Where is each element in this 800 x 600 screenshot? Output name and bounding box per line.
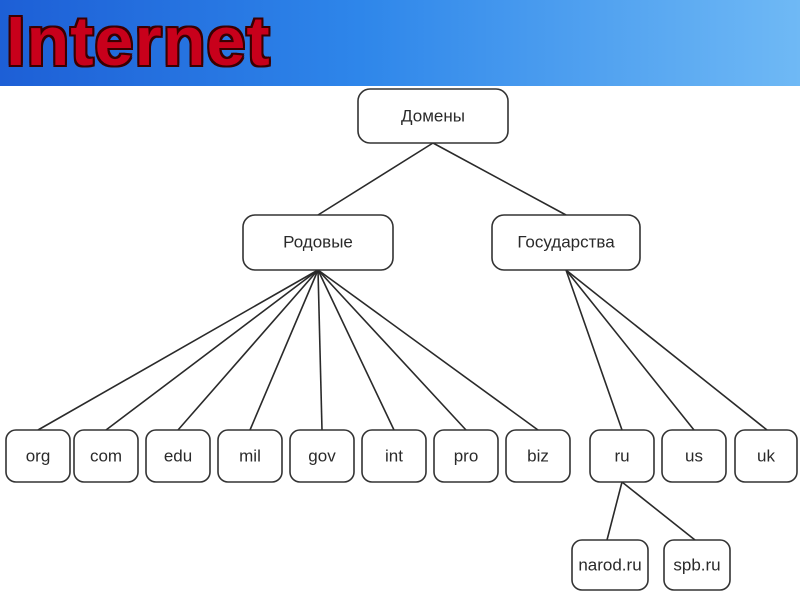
node-biz: biz [505,429,571,483]
node-pro: pro [433,429,499,483]
node-generic-label: Родовые [283,233,353,252]
edge-ru-narod [606,481,623,541]
edge-generic-int [317,269,395,431]
node-root: Домены [357,88,509,144]
edge-generic-com [105,269,319,431]
node-country: Государства [491,214,641,271]
node-ru: ru [589,429,655,483]
edge-ru-spb [621,481,696,541]
node-country-label: Государства [517,233,615,252]
node-us: us [661,429,727,483]
node-us-label: us [685,447,703,466]
node-org-label: org [26,447,51,466]
node-spb-ru-label: spb.ru [673,556,720,575]
node-com: com [73,429,139,483]
edge-country-uk [565,269,768,431]
edge-country-ru [565,269,623,431]
node-edu: edu [145,429,211,483]
node-uk-label: uk [757,447,775,466]
node-ru-label: ru [614,447,629,466]
edge-generic-biz [317,269,539,431]
edge-root-generic [317,142,434,216]
page-title: Internet [6,2,271,80]
node-edu-label: edu [164,447,192,466]
node-mil-label: mil [239,447,261,466]
node-gov-label: gov [308,447,336,466]
edge-country-us [565,269,695,431]
node-int: int [361,429,427,483]
node-root-label: Домены [401,107,465,126]
edge-generic-edu [177,269,319,431]
node-uk: uk [734,429,798,483]
node-generic: Родовые [242,214,394,271]
node-spb-ru: spb.ru [663,539,731,591]
node-narod-ru: narod.ru [571,539,649,591]
node-gov: gov [289,429,355,483]
edge-generic-pro [317,269,467,431]
node-pro-label: pro [454,447,479,466]
edge-root-country [432,142,567,216]
node-biz-label: biz [527,447,549,466]
title-banner: Internet [0,0,800,86]
edge-generic-mil [249,269,319,431]
node-org: org [5,429,71,483]
node-int-label: int [385,447,403,466]
node-mil: mil [217,429,283,483]
node-com-label: com [90,447,122,466]
node-narod-ru-label: narod.ru [578,556,641,575]
edge-generic-org [37,269,319,431]
edge-generic-gov [317,269,323,431]
